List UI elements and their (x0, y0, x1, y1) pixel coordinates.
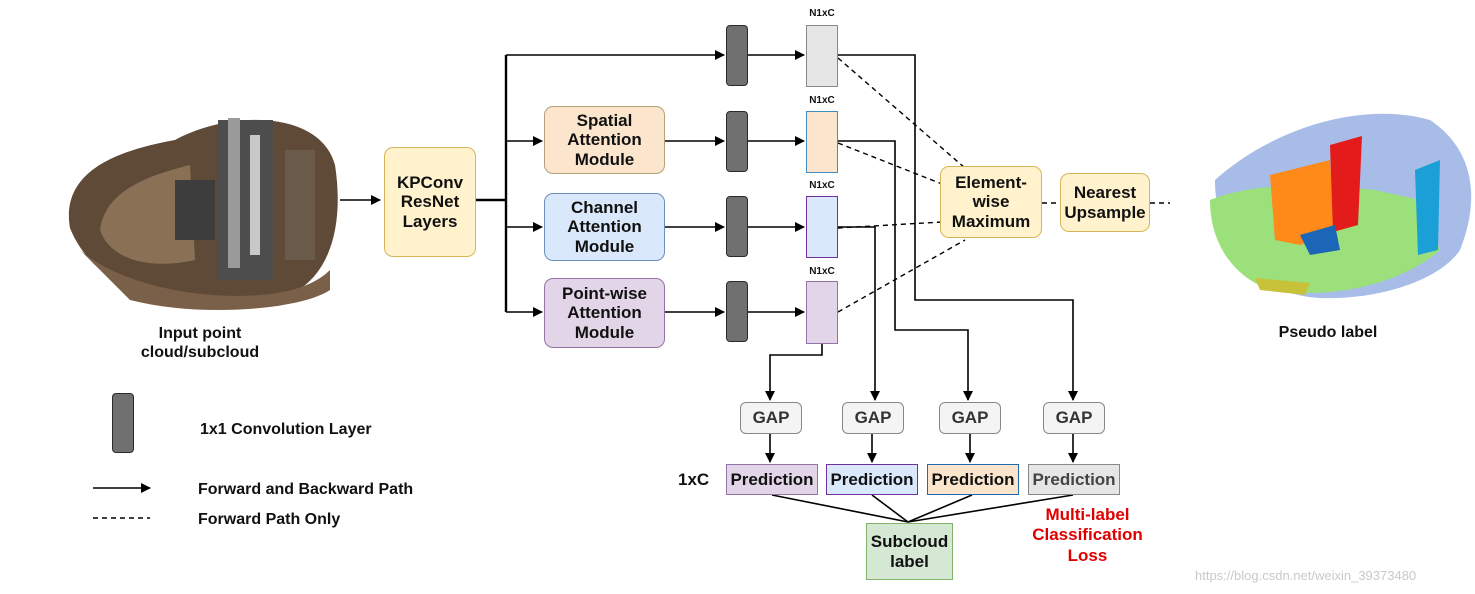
dash-feat4-to-max (837, 239, 966, 313)
line-pred4-to-subcloud (907, 494, 1074, 523)
legend-conv-glyph (112, 393, 134, 453)
watermark-text: https://blog.csdn.net/weixin_39373480 (1195, 568, 1417, 583)
pseudo-label-caption: Pseudo label (1278, 324, 1378, 341)
input-point-cloud-image (68, 118, 338, 311)
feature-map-2 (806, 111, 838, 173)
onexc-label: 1xC (678, 470, 710, 489)
path-feat3-to-gap2 (838, 226, 880, 401)
input-caption-line2: cloud/subcloud (140, 344, 260, 362)
conv-layer-3 (726, 196, 748, 257)
loss-line1: Multi-label (1045, 505, 1130, 524)
prediction-spatial: Prediction (927, 464, 1019, 495)
legend-conv-text: 1x1 Convolution Layer (200, 421, 372, 438)
pointwise-line1: Point-wise (561, 283, 647, 303)
pseudo-label-image (1210, 113, 1472, 299)
elementwise-line3: Maximum (951, 211, 1031, 231)
kpconv-line3: Layers (402, 211, 458, 231)
pointwise-line2: Attention (567, 303, 642, 323)
feature-label-1: N1xC (809, 8, 835, 19)
legend-solid-text: Forward and Backward Path (198, 481, 414, 498)
solid-connectors (340, 50, 1078, 523)
conv-layer-2 (726, 111, 748, 172)
feature-label-4: N1xC (809, 266, 835, 277)
dash-feat1-to-max (837, 57, 966, 169)
pointwise-attention-module: Point-wise Attention Module (544, 278, 665, 348)
input-caption: Input point cloud/subcloud (110, 324, 290, 362)
loss-line2: Classification (1032, 525, 1143, 545)
prediction-global: Prediction (1028, 464, 1120, 495)
spatial-line2: Attention (567, 130, 642, 150)
pointwise-line3: Module (574, 322, 635, 342)
nearest-upsample-box: Nearest Upsample (1060, 173, 1150, 232)
prediction-pointwise: Prediction (726, 464, 818, 495)
subcloud-line2: label (890, 551, 929, 571)
path-feat4-to-gap1 (765, 344, 823, 401)
gap-block-3: GAP (939, 402, 1001, 434)
spatial-line3: Module (574, 149, 635, 169)
conv-layer-4 (726, 281, 748, 342)
loss-line3: Loss (1067, 545, 1108, 565)
dashed-connectors (837, 57, 1170, 313)
channel-attention-module: Channel Attention Module (544, 193, 665, 261)
gap-block-2: GAP (842, 402, 904, 434)
spatial-line1: Spatial (576, 110, 633, 130)
multilabel-loss-text: Multi-label Classification Loss (1020, 505, 1155, 566)
elementwise-line2: wise (972, 192, 1010, 212)
feature-map-3 (806, 196, 838, 258)
upsample-line2: Upsample (1064, 202, 1146, 222)
upsample-line1: Nearest (1073, 182, 1137, 202)
subcloud-label-box: Subcloud label (866, 523, 953, 580)
kpconv-line2: ResNet (400, 192, 460, 212)
subcloud-line1: Subcloud (870, 531, 949, 551)
feature-map-1 (806, 25, 838, 87)
spatial-attention-module: Spatial Attention Module (544, 106, 665, 174)
channel-line3: Module (574, 236, 635, 256)
channel-line2: Attention (567, 217, 642, 237)
prediction-channel: Prediction (826, 464, 918, 495)
channel-line1: Channel (570, 197, 639, 217)
path-feat2-to-gap3 (838, 140, 973, 401)
line-pred2-to-subcloud (871, 494, 909, 523)
input-caption-line1: Input point (158, 325, 242, 342)
kpconv-resnet-box: KPConv ResNet Layers (384, 147, 476, 257)
gap-block-1: GAP (740, 402, 802, 434)
dash-feat2-to-max (837, 142, 943, 185)
legend-dashed-text: Forward Path Only (198, 511, 341, 528)
line-pred1-to-subcloud (771, 494, 909, 523)
elementwise-maximum-box: Element- wise Maximum (940, 166, 1042, 238)
gap-block-4: GAP (1043, 402, 1105, 434)
kpconv-line1: KPConv (396, 172, 464, 192)
feature-label-2: N1xC (809, 95, 835, 106)
line-pred3-to-subcloud (907, 494, 973, 523)
elementwise-line1: Element- (955, 172, 1027, 192)
legend-glyphs (93, 483, 151, 519)
feature-map-4 (806, 281, 838, 344)
feature-label-3: N1xC (809, 180, 835, 191)
conv-layer-1 (726, 25, 748, 86)
path-feat1-to-gap4 (838, 54, 1078, 401)
